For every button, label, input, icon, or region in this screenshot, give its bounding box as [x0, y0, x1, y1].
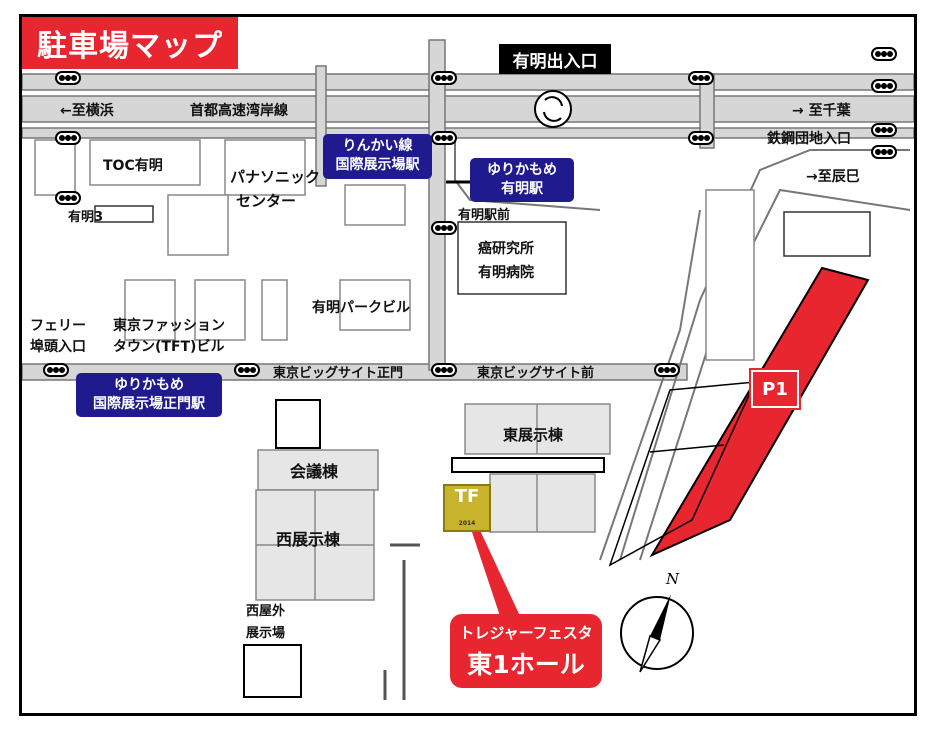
station-yurikamome-seimon-line2: 国際展示場正門駅: [93, 396, 205, 412]
label-ferry-1: フェリー: [30, 318, 86, 334]
station-rinkai[interactable]: りんかい線 国際展示場駅: [323, 134, 432, 179]
treasure-festa-logo: TF 2014: [443, 484, 491, 532]
label-east-hall: 東展示棟: [503, 426, 564, 444]
label-cancer-institute-1: 癌研究所: [478, 241, 534, 257]
callout-event-name: トレジャーフェスタ: [459, 624, 593, 642]
station-yurikamome-ariake-line2: 有明駅: [501, 181, 543, 197]
label-cancer-institute-2: 有明病院: [478, 265, 534, 281]
parking-p1-badge[interactable]: P1: [749, 368, 801, 410]
event-callout[interactable]: トレジャーフェスタ 東1ホール: [450, 614, 602, 688]
road-expressway: [21, 95, 915, 123]
label-tft-1: 東京ファッション: [113, 318, 225, 334]
label-to-chiba: → 至千葉: [792, 103, 851, 119]
label-bigsight-mae: 東京ビッグサイト前: [477, 366, 595, 381]
ariake-entrance-label: 有明出入口: [499, 44, 611, 74]
callout-pointer: [470, 526, 520, 616]
station-yurikamome-ariake[interactable]: ゆりかもめ 有明駅: [470, 158, 574, 202]
station-rinkai-line2: 国際展示場駅: [335, 157, 420, 173]
logo-year: 2014: [458, 520, 476, 527]
label-toc: TOC有明: [103, 158, 163, 174]
traffic-lights: [43, 47, 897, 377]
label-to-tatsumi: →至辰巳: [806, 169, 860, 185]
logo-text: TF: [454, 486, 480, 507]
north-label: N: [666, 570, 680, 588]
label-tft-2: タウン(TFT)ビル: [113, 339, 225, 355]
conference-block: [257, 449, 379, 491]
map-frame: [19, 14, 917, 716]
label-panasonic-2: センター: [236, 192, 297, 210]
label-west-hall: 西展示棟: [276, 530, 341, 549]
label-expressway: 首都高速湾岸線: [190, 103, 288, 119]
label-ariake3: 有明3: [68, 210, 104, 225]
compass-icon: [620, 594, 694, 673]
station-yurikamome-seimon[interactable]: ゆりかもめ 国際展示場正門駅: [76, 373, 222, 417]
station-yurikamome-ariake-line1: ゆりかもめ: [487, 162, 557, 178]
road-vertical-panasonic: [315, 65, 327, 187]
label-tekko-danchi: 鉄鋼団地入口: [767, 131, 851, 147]
label-bigsight-seimon: 東京ビッグサイト正門: [273, 366, 404, 381]
label-to-yokohama: ←至横浜: [60, 103, 114, 119]
label-panasonic-1: パナソニック: [230, 168, 321, 186]
roundabout: [534, 90, 572, 128]
parking-area-p1: [649, 266, 870, 558]
label-conference: 会議棟: [290, 462, 339, 481]
station-yurikamome-seimon-line1: ゆりかもめ: [114, 377, 184, 393]
label-ariake-station-front: 有明駅前: [458, 208, 511, 223]
label-west-outdoor-2: 展示場: [246, 626, 286, 641]
label-west-outdoor-1: 西屋外: [246, 604, 286, 619]
page-title: 駐車場マップ: [22, 17, 238, 69]
label-park-bldg: 有明パークビル: [312, 300, 410, 316]
callout-hall-name: 東1ホール: [467, 650, 585, 679]
station-rinkai-line1: りんかい線: [342, 138, 413, 154]
label-ferry-2: 埠頭入口: [30, 339, 86, 355]
